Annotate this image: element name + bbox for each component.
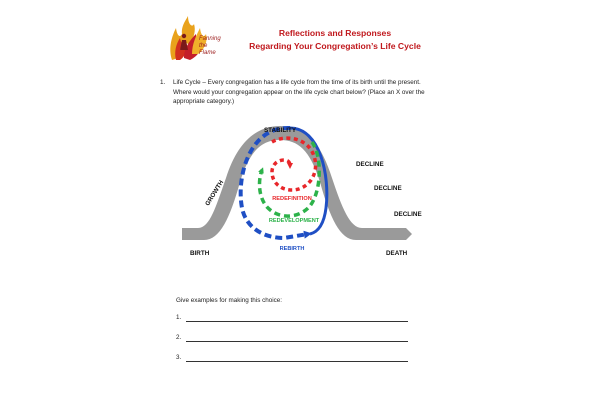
label-birth: BIRTH	[190, 250, 210, 257]
answer-line-3[interactable]: 3.	[176, 354, 408, 362]
examples-prompt: Give examples for making this choice:	[176, 297, 283, 304]
answer-rule-1[interactable]	[186, 321, 408, 322]
logo-wordmark: Fanning the Flame	[199, 36, 221, 57]
label-decline-2: DECLINE	[374, 185, 402, 192]
redefinition-loop	[270, 136, 318, 192]
question-number: 1.	[160, 79, 166, 86]
answer-line-2[interactable]: 2.	[176, 334, 408, 342]
life-cycle-diagram: STABILITY GROWTH DECLINE DECLINE DECLINE…	[182, 125, 422, 257]
label-decline-3: DECLINE	[394, 211, 422, 218]
label-stability: STABILITY	[264, 127, 297, 134]
label-redefinition: REDEFINITION	[272, 196, 311, 202]
answer-number-1: 1.	[176, 314, 182, 321]
life-cycle-curve	[182, 126, 412, 240]
rebirth-loop	[238, 125, 312, 241]
label-death: DEATH	[386, 250, 408, 257]
page-subtitle: Regarding Your Congregation’s Life Cycle	[249, 41, 421, 51]
logo-line-2: the	[199, 43, 208, 49]
label-rebirth: REBIRTH	[280, 246, 305, 252]
question-text: Life Cycle – Every congregation has a li…	[173, 79, 425, 106]
answer-rule-3[interactable]	[186, 361, 408, 362]
answer-line-1[interactable]: 1.	[176, 314, 408, 322]
label-redevelopment: REDEVELOPMENT	[269, 218, 320, 224]
answer-rule-2[interactable]	[186, 341, 408, 342]
flame-logo	[170, 16, 207, 60]
redevelopment-loop	[257, 140, 321, 218]
logo-line-3: Flame	[199, 50, 216, 56]
page-title: Reflections and Responses	[278, 28, 392, 38]
answer-number-3: 3.	[176, 354, 182, 361]
rebirth-loop-top	[289, 126, 329, 236]
label-decline-1: DECLINE	[356, 161, 384, 168]
answer-number-2: 2.	[176, 334, 182, 341]
logo-line-1: Fanning	[199, 36, 221, 42]
